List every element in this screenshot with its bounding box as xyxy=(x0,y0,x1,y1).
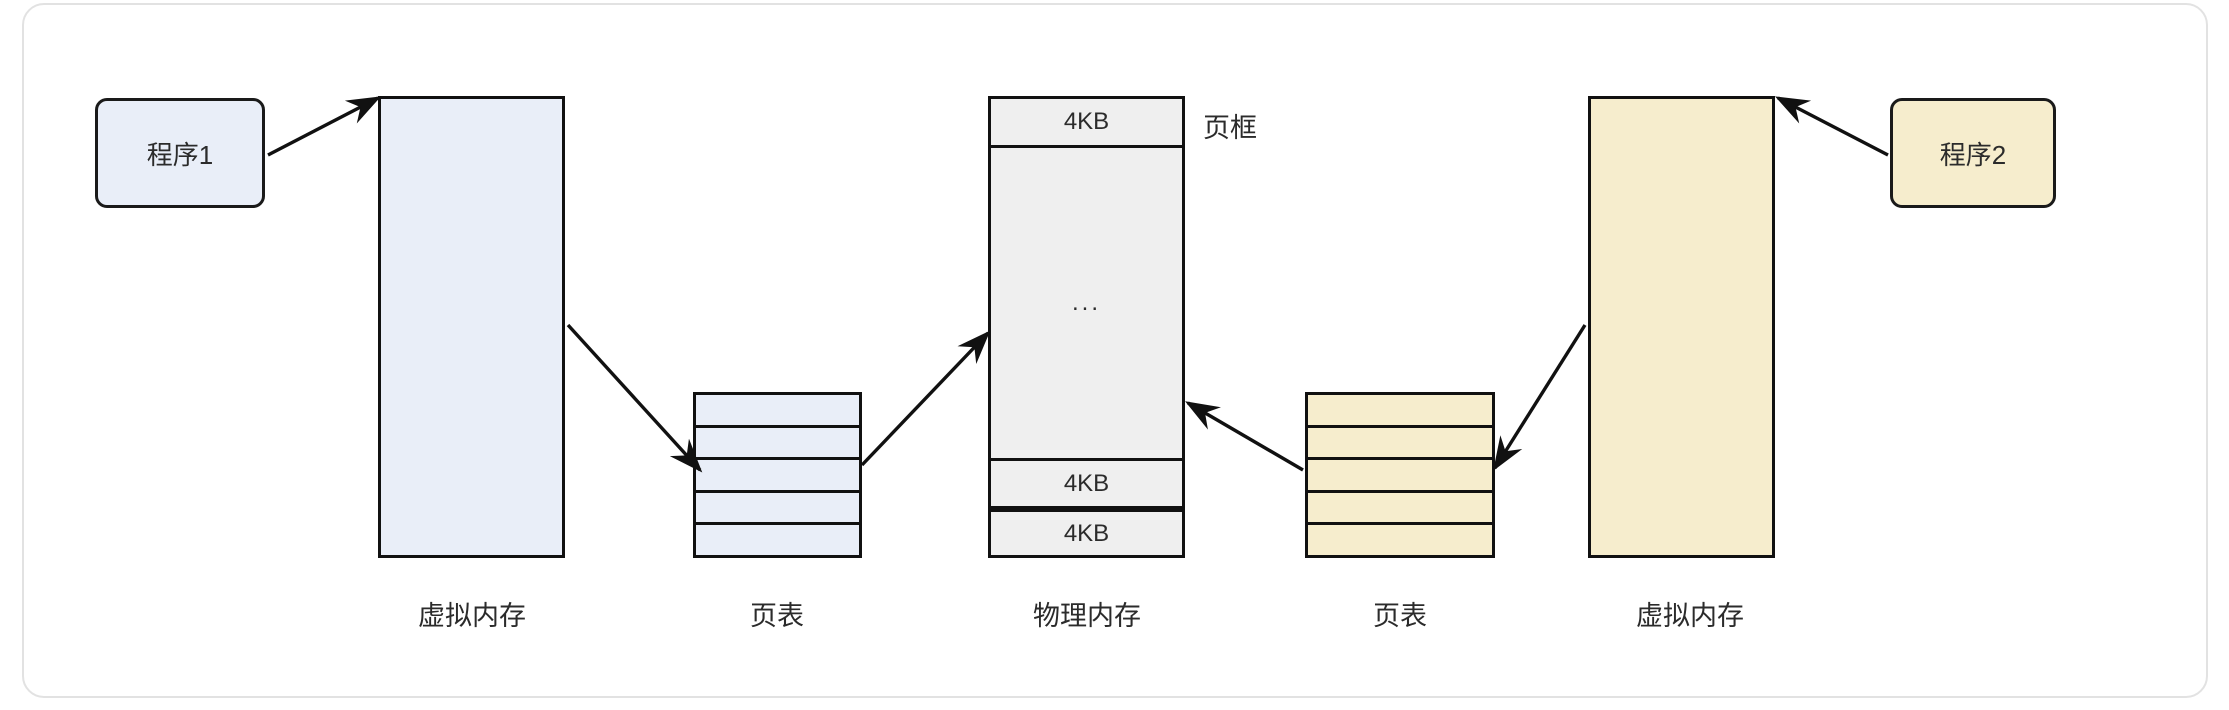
page-table-left-caption: 页表 xyxy=(750,601,804,631)
physical-memory-box[interactable]: 4KB ... 4KB 4KB xyxy=(988,96,1185,558)
page-table-right-row[interactable] xyxy=(1308,427,1492,461)
page-table-right-row[interactable] xyxy=(1308,525,1492,555)
physical-memory-segment-lower-frame: 4KB xyxy=(991,461,1182,506)
physical-memory-segment-bottom-frame: 4KB xyxy=(991,512,1182,555)
program1-label: 程序1 xyxy=(146,139,214,170)
physical-memory-divider xyxy=(991,458,1182,461)
virtual-memory-left-caption: 虚拟内存 xyxy=(418,601,526,631)
page-frame-label: 页框 xyxy=(1203,113,1257,143)
physical-memory-segment-top-frame: 4KB xyxy=(991,99,1182,145)
page-table-left[interactable] xyxy=(693,392,862,558)
physical-memory-segment-middle-region: ... xyxy=(991,148,1182,458)
physical-memory-caption: 物理内存 xyxy=(1033,601,1141,631)
program2-label: 程序2 xyxy=(1939,139,2007,170)
page-table-left-row[interactable] xyxy=(696,395,859,428)
physical-memory-divider xyxy=(991,145,1182,148)
page-table-right-caption: 页表 xyxy=(1373,601,1427,631)
virtual-memory-left-box[interactable] xyxy=(378,96,565,558)
program2-box[interactable]: 程序2 xyxy=(1890,98,2056,208)
page-table-right[interactable] xyxy=(1305,392,1495,558)
virtual-memory-right-box[interactable] xyxy=(1588,96,1775,558)
page-table-right-row[interactable] xyxy=(1308,460,1492,493)
program1-box[interactable]: 程序1 xyxy=(95,98,265,208)
virtual-memory-right-caption: 虚拟内存 xyxy=(1636,601,1744,631)
page-table-left-row[interactable] xyxy=(696,460,859,493)
physical-memory-divider-thick xyxy=(991,506,1182,512)
page-table-left-row[interactable] xyxy=(696,525,859,555)
page-table-right-row[interactable] xyxy=(1308,492,1492,526)
page-table-left-row[interactable] xyxy=(696,492,859,526)
page-table-left-row[interactable] xyxy=(696,427,859,461)
page-table-right-row[interactable] xyxy=(1308,395,1492,428)
